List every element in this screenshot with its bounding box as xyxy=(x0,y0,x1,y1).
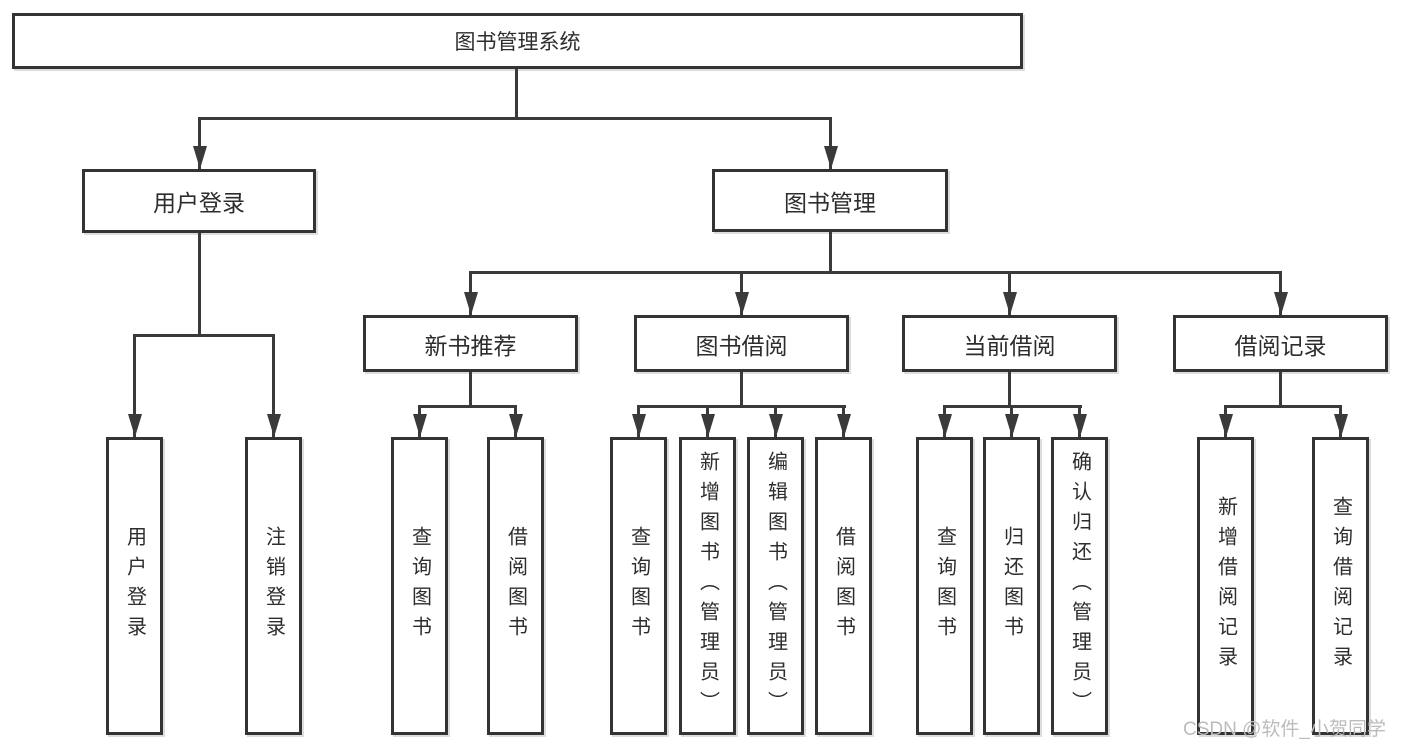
arrowhead-to-current-borrow xyxy=(1008,271,1011,315)
connector-borrow-stem xyxy=(740,372,743,408)
arrowhead-to-leaf-query-books-current xyxy=(943,405,946,437)
connector-book-mgmt-bar xyxy=(469,271,1282,274)
leaf-edit-books-admin: 编辑图书（管理员） xyxy=(747,437,804,735)
arrowhead-to-borrow-record xyxy=(1279,271,1282,315)
connector-recommend-bar xyxy=(418,405,517,408)
leaf-return-books-label: 归还图书 xyxy=(1000,526,1023,646)
connector-recommend-stem xyxy=(469,372,472,408)
node-user-login-branch: 用户登录 xyxy=(82,169,316,233)
leaf-borrow-books-recommend-label: 借阅图书 xyxy=(504,526,527,646)
connector-root-bar xyxy=(198,117,832,120)
connector-user-login-bar xyxy=(133,334,275,337)
leaf-add-books-admin: 新增图书（管理员） xyxy=(679,437,736,735)
arrowhead-to-user-login-branch xyxy=(198,117,201,169)
node-root-library-management-system: 图书管理系统 xyxy=(12,13,1023,69)
connector-record-bar xyxy=(1224,405,1342,408)
leaf-return-books: 归还图书 xyxy=(983,437,1040,735)
leaf-logout: 注销登录 xyxy=(245,437,302,735)
leaf-edit-books-admin-label: 编辑图书（管理员） xyxy=(764,451,787,721)
leaf-confirm-return-admin: 确认归还（管理员） xyxy=(1051,437,1108,735)
arrowhead-to-leaf-user-login xyxy=(133,334,136,437)
connector-record-stem xyxy=(1279,372,1282,408)
connector-borrow-bar xyxy=(637,405,846,408)
leaf-query-books-borrow: 查询图书 xyxy=(610,437,667,735)
arrowhead-to-leaf-return-books xyxy=(1010,405,1013,437)
connector-user-login-stem xyxy=(198,233,201,336)
arrowhead-to-new-book-recommend xyxy=(469,271,472,315)
csdn-watermark: CSDN @软件_小贺同学 xyxy=(1183,719,1386,740)
arrowhead-to-leaf-add-borrow-record xyxy=(1224,405,1227,437)
leaf-borrow-books-label: 借阅图书 xyxy=(832,526,855,646)
leaf-user-login-label: 用户登录 xyxy=(123,526,146,646)
leaf-query-borrow-record: 查询借阅记录 xyxy=(1312,437,1369,735)
arrowhead-to-leaf-logout xyxy=(272,334,275,437)
leaf-user-login: 用户登录 xyxy=(106,437,163,735)
arrowhead-to-book-borrow xyxy=(740,271,743,315)
node-current-borrow: 当前借阅 xyxy=(902,315,1117,372)
leaf-confirm-return-admin-label: 确认归还（管理员） xyxy=(1068,451,1091,721)
node-book-borrow: 图书借阅 xyxy=(634,315,849,372)
node-book-management-branch: 图书管理 xyxy=(712,169,948,232)
leaf-query-books-recommend-label: 查询图书 xyxy=(408,526,431,646)
arrowhead-to-leaf-query-books-borrow xyxy=(637,405,640,437)
arrowhead-to-leaf-confirm-return xyxy=(1078,405,1081,437)
arrowhead-to-book-management xyxy=(829,117,832,169)
leaf-query-books-current-label: 查询图书 xyxy=(933,526,956,646)
leaf-query-books-recommend: 查询图书 xyxy=(391,437,448,735)
arrowhead-to-leaf-borrow-books-recommend xyxy=(514,405,517,437)
connector-current-stem xyxy=(1008,372,1011,408)
connector-book-mgmt-stem xyxy=(829,232,832,274)
node-borrow-record: 借阅记录 xyxy=(1173,315,1388,372)
arrowhead-to-leaf-query-borrow-record xyxy=(1339,405,1342,437)
arrowhead-to-leaf-add-books-admin xyxy=(706,405,709,437)
arrowhead-to-leaf-borrow-books xyxy=(842,405,845,437)
node-new-book-recommend: 新书推荐 xyxy=(363,315,578,372)
leaf-borrow-books: 借阅图书 xyxy=(815,437,872,735)
leaf-query-borrow-record-label: 查询借阅记录 xyxy=(1329,496,1352,676)
leaf-logout-label: 注销登录 xyxy=(262,526,285,646)
leaf-query-books-borrow-label: 查询图书 xyxy=(627,526,650,646)
leaf-add-books-admin-label: 新增图书（管理员） xyxy=(696,451,719,721)
connector-root-stem xyxy=(515,69,518,118)
leaf-add-borrow-record: 新增借阅记录 xyxy=(1197,437,1254,735)
arrowhead-to-leaf-query-books-recommend xyxy=(418,405,421,437)
leaf-query-books-current: 查询图书 xyxy=(916,437,973,735)
arrowhead-to-leaf-edit-books-admin xyxy=(774,405,777,437)
leaf-borrow-books-recommend: 借阅图书 xyxy=(487,437,544,735)
leaf-add-borrow-record-label: 新增借阅记录 xyxy=(1214,496,1237,676)
